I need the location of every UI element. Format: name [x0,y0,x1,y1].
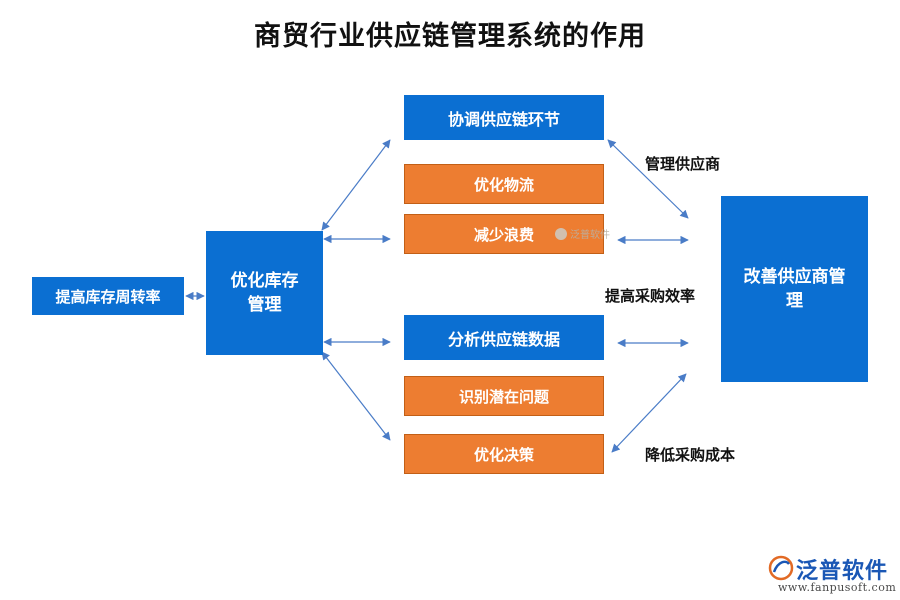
label-reduce-cost: 降低采购成本 [645,446,736,464]
box-improve-turnover: 提高库存周转率 [32,277,184,315]
arrow-inventory-to-coordinate [321,139,391,231]
box-optimize-inventory-label: 优化库存 管理 [230,271,299,315]
watermark-icon [555,227,567,240]
box-reduce-waste-label: 减少浪费 [473,225,534,244]
arrow-decisions-to-supplier [611,373,687,453]
brand-logo-url: www.fanpusoft.com [778,581,897,594]
box-coordinate-chain-label: 协调供应链环节 [447,109,560,129]
box-improve-supplier-mgmt-label: 改善供应商管 理 [743,267,846,311]
box-reduce-waste: 减少浪费 [404,214,604,254]
brand-logo: 泛普软件 www.fanpusoft.com [768,553,897,597]
box-identify-issues: 识别潜在问题 [404,376,604,416]
box-identify-issues-label: 识别潜在问题 [458,387,549,406]
brand-logo-name: 泛普软件 [796,559,889,584]
arrow-inventory-to-decisions [321,351,391,441]
watermark-text: 泛普软件 [570,230,610,241]
box-optimize-inventory: 优化库存 管理 [206,231,323,355]
arrow-coordinate-to-supplier [607,139,689,219]
brand-logo-icon [768,555,794,581]
watermark: 泛普软件 [555,226,610,241]
box-optimize-logistics: 优化物流 [404,164,604,204]
box-analyze-data-label: 分析供应链数据 [447,329,560,349]
label-manage-suppliers: 管理供应商 [645,155,721,173]
box-analyze-data: 分析供应链数据 [404,315,604,360]
box-improve-supplier-mgmt: 改善供应商管 理 [721,196,868,382]
box-improve-turnover-label: 提高库存周转率 [55,287,161,306]
box-coordinate-chain: 协调供应链环节 [404,95,604,140]
box-optimize-decisions-label: 优化决策 [473,445,534,464]
diagram-title: 商贸行业供应链管理系统的作用 [254,21,646,52]
label-procurement-efficiency: 提高采购效率 [605,287,696,305]
box-optimize-logistics-label: 优化物流 [473,175,534,194]
box-optimize-decisions: 优化决策 [404,434,604,474]
